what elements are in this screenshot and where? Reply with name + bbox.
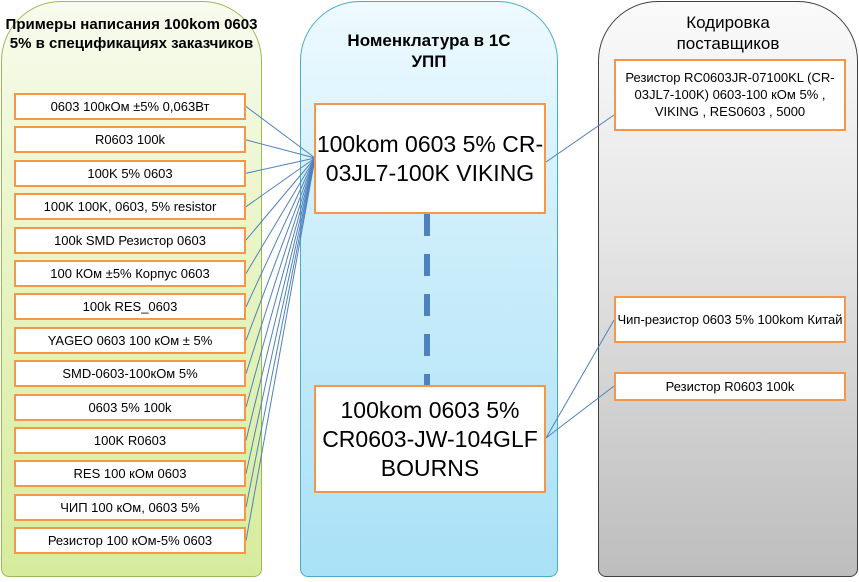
customer-spec-title: Примеры написания 100kom 0603 5% в специ… — [5, 16, 258, 52]
customer-spec-item[interactable]: 0603 5% 100k — [14, 393, 246, 421]
connector-line — [245, 157, 316, 208]
customer-spec-item[interactable]: YAGEO 0603 100 кОм ± 5% — [14, 326, 246, 354]
customer-spec-item[interactable]: 100K 100K, 0603, 5% resistor — [14, 193, 246, 221]
connector-line — [245, 157, 316, 475]
connector-line — [545, 385, 615, 439]
connector-line — [245, 157, 316, 174]
customer-spec-item[interactable]: 100k RES_0603 — [14, 293, 246, 321]
customer-spec-item[interactable]: RES 100 кОм 0603 — [14, 460, 246, 488]
supplier-item[interactable]: Чип-резистор 0603 5% 100kom Китай — [614, 296, 846, 343]
connector-line — [245, 157, 316, 341]
customer-spec-item[interactable]: 100k SMD Резистор 0603 — [14, 226, 246, 254]
supplier-item[interactable]: Резистор RC0603JR-07100KL (CR-03JL7-100K… — [614, 59, 846, 131]
connector-line — [245, 157, 316, 241]
connector-line — [545, 319, 615, 439]
customer-spec-item[interactable]: SMD-0603-100кОм 5% — [14, 360, 246, 388]
customer-spec-item[interactable]: 100K R0603 — [14, 427, 246, 454]
connector-line — [245, 157, 316, 274]
connector-line — [545, 114, 615, 163]
connector-line — [245, 157, 316, 408]
customer-spec-item[interactable]: R0603 100k — [14, 126, 246, 154]
customer-spec-item[interactable]: 100 КОм ±5% Корпус 0603 — [14, 260, 246, 287]
connector-line — [245, 139, 316, 159]
connector-line — [245, 157, 316, 441]
nomenclature-item-viking[interactable]: 100kom 0603 5% CR-03JL7-100K VIKING — [314, 103, 546, 214]
connector-line — [245, 157, 316, 308]
connector-line — [245, 106, 316, 159]
customer-spec-item[interactable]: 100K 5% 0603 — [14, 159, 246, 187]
supplier-item[interactable]: Резистор R0603 100k — [614, 372, 846, 401]
customer-spec-item[interactable]: Резистор 100 кОм-5% 0603 — [14, 527, 246, 555]
connector-line — [245, 157, 316, 374]
connector-line — [245, 157, 316, 541]
nomenclature-title: Номенклатура в 1С УПП — [347, 31, 511, 71]
connector-line — [245, 157, 316, 508]
nomenclature-item-bourns[interactable]: 100kom 0603 5% CR0603-JW-104GLF BOURNS — [314, 385, 546, 493]
customer-spec-item[interactable]: 0603 100кОм ±5% 0,063Вт — [14, 93, 246, 120]
supplier-coding-title: Кодировка поставщиков — [676, 13, 780, 53]
customer-spec-item[interactable]: ЧИП 100 кОм, 0603 5% — [14, 493, 246, 521]
